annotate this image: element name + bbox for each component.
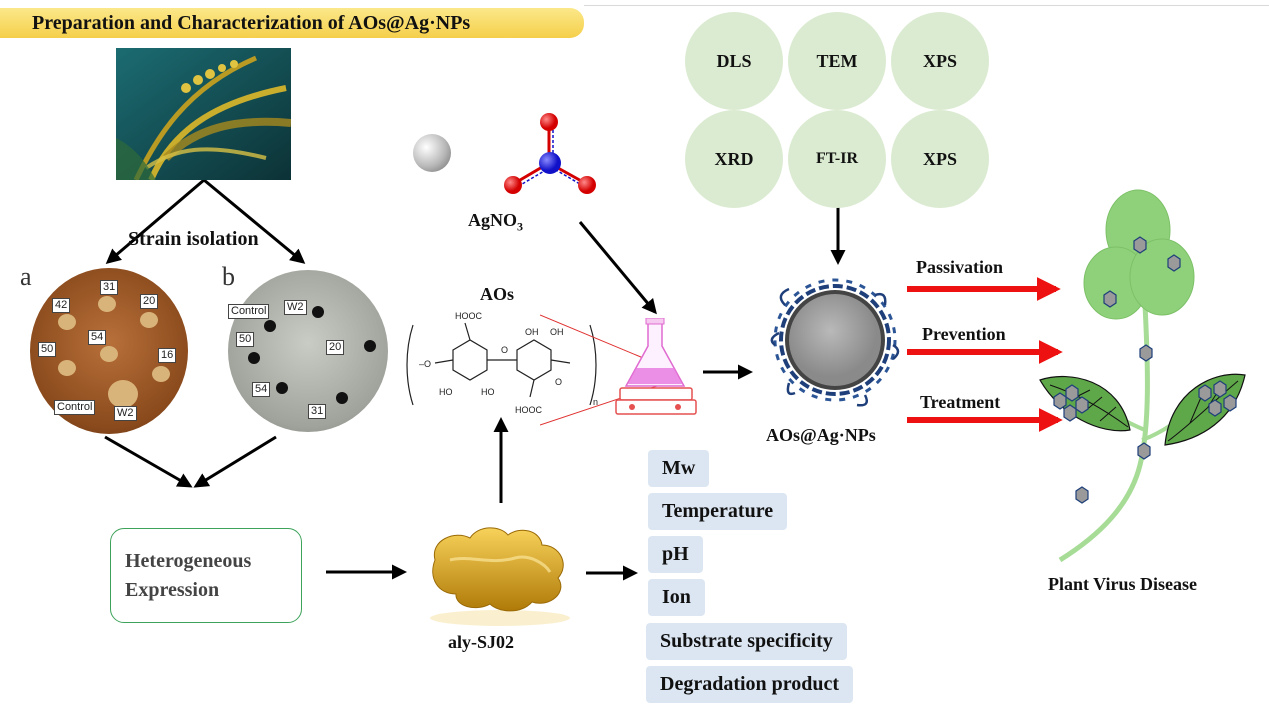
aos-chemical-structure: –O HOOC HO HO O OH OH HOOC O n	[406, 311, 598, 415]
characterization-xrd: XRD	[685, 110, 783, 208]
svg-text:–O: –O	[419, 359, 431, 369]
svg-text:O: O	[555, 377, 562, 387]
plate-a-label: 20	[140, 294, 159, 309]
plate-a-spot	[152, 366, 170, 382]
property-ph: pH	[648, 536, 703, 573]
plant-illustration	[1039, 189, 1246, 563]
polymer-subscript: n	[593, 397, 598, 407]
arrow-agno3-to-flask	[578, 221, 657, 315]
property-temperature: Temperature	[648, 493, 788, 530]
svg-text:HOOC: HOOC	[515, 405, 543, 415]
plate-a-spot	[58, 314, 76, 330]
plate-a-spot	[98, 296, 116, 312]
plate-a-spot	[108, 380, 138, 408]
plate-b: Control W2 50 20 54 31	[228, 270, 388, 432]
plate-a-label: 16	[158, 348, 177, 363]
plate-a-label: 42	[52, 298, 71, 313]
aos-label: AOs	[480, 284, 515, 304]
plate-a: 42 31 20 50 54 16 Control W2	[30, 268, 188, 434]
plate-a-spot	[58, 360, 76, 376]
property-mw: Mw	[648, 450, 710, 487]
title-banner: Preparation and Characterization of AOs@…	[0, 8, 584, 38]
nanoparticle-icon	[770, 278, 900, 407]
plate-b-label: W2	[284, 300, 307, 315]
effect-prevention: Prevention	[922, 324, 1006, 344]
svg-text:OH: OH	[550, 327, 564, 337]
svg-text:HO: HO	[439, 387, 453, 397]
plate-b-well	[248, 352, 260, 364]
plate-b-label: 31	[308, 404, 327, 419]
plate-b-label: 54	[252, 382, 271, 397]
effect-passivation: Passivation	[916, 257, 1004, 277]
property-ion: Ion	[648, 579, 705, 616]
enzyme-label: aly-SJ02	[448, 632, 515, 652]
plate-a-label: 54	[88, 330, 107, 345]
characterization-xps: XPS	[891, 12, 989, 110]
plate-a-label: 50	[38, 342, 57, 357]
hetero-line-1: Heterogeneous	[125, 550, 252, 572]
characterization-ftir: FT-IR	[788, 110, 886, 208]
plate-b-well	[276, 382, 288, 394]
plate-a-label: W2	[114, 406, 137, 421]
svg-text:HO: HO	[481, 387, 495, 397]
characterization-dls: DLS	[685, 12, 783, 110]
top-divider	[584, 5, 1269, 6]
svg-text:HOOC: HOOC	[455, 311, 483, 321]
heterogeneous-expression-box: Heterogeneous Expression	[110, 528, 302, 623]
silver-atom	[413, 134, 451, 172]
plate-b-well	[312, 306, 324, 318]
arrow-plate-b-merge	[193, 435, 277, 488]
nanoparticle-label: AOs@Ag·NPs	[766, 425, 876, 445]
arrow-plate-a-merge	[104, 435, 193, 488]
plate-b-well	[336, 392, 348, 404]
effect-treatment: Treatment	[920, 392, 1001, 412]
characterization-xps-2: XPS	[891, 110, 989, 208]
property-substrate-specificity: Substrate specificity	[646, 623, 847, 660]
enzyme-structure	[430, 527, 570, 626]
nitrate-molecule	[504, 113, 596, 194]
arrow-kelp-to-plate-b	[203, 178, 306, 264]
property-degradation-product: Degradation product	[646, 666, 854, 703]
strain-isolation-label: Strain isolation	[128, 228, 259, 250]
characterization-tem: TEM	[788, 12, 886, 110]
agno3-label: AgNO3	[468, 210, 523, 234]
plate-a-label: 31	[100, 280, 119, 295]
plant-label: Plant Virus Disease	[1048, 574, 1198, 594]
reaction-flask-icon	[615, 318, 697, 415]
arrow-kelp-to-plate-a	[105, 178, 205, 264]
hetero-line-2: Expression	[125, 579, 220, 601]
plate-b-label: 50	[236, 332, 255, 347]
plate-b-letter: b	[222, 262, 235, 291]
plate-a-spot	[140, 312, 158, 328]
plate-a-spot	[100, 346, 118, 362]
svg-text:OH: OH	[525, 327, 539, 337]
plate-b-well	[364, 340, 376, 352]
plate-b-label: 20	[326, 340, 345, 355]
plate-a-label: Control	[54, 400, 96, 415]
plate-b-well	[264, 320, 276, 332]
plate-a-letter: a	[20, 262, 32, 291]
plate-b-label: Control	[228, 304, 270, 319]
kelp-photo	[116, 48, 291, 180]
svg-text:O: O	[501, 345, 508, 355]
